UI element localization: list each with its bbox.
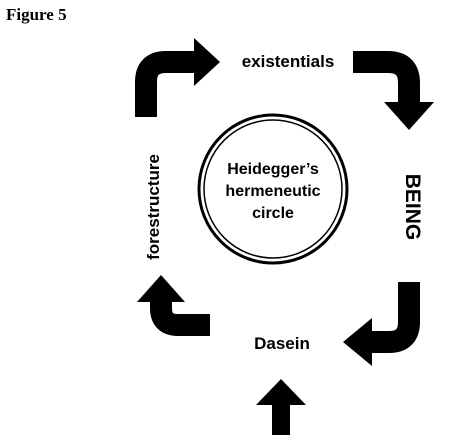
center-circle <box>197 113 349 265</box>
center-text-line-1: Heidegger’s <box>227 161 319 178</box>
label-dasein: Dasein <box>254 334 310 353</box>
arrow-entry-up <box>256 379 306 435</box>
center-text-line-2: hermeneutic <box>225 183 320 200</box>
arrow-being-to-dasein <box>343 282 420 366</box>
arrow-dasein-to-forestructure <box>137 275 210 336</box>
arrow-forestructure-to-existentials <box>135 38 220 117</box>
label-forestructure: forestructure <box>144 154 163 260</box>
label-being: BEING <box>401 174 424 241</box>
center-text-line-3: circle <box>252 205 294 222</box>
label-existentials: existentials <box>242 52 335 71</box>
arrow-existentials-to-being <box>353 51 434 130</box>
figure-label: Figure 5 <box>6 5 67 24</box>
